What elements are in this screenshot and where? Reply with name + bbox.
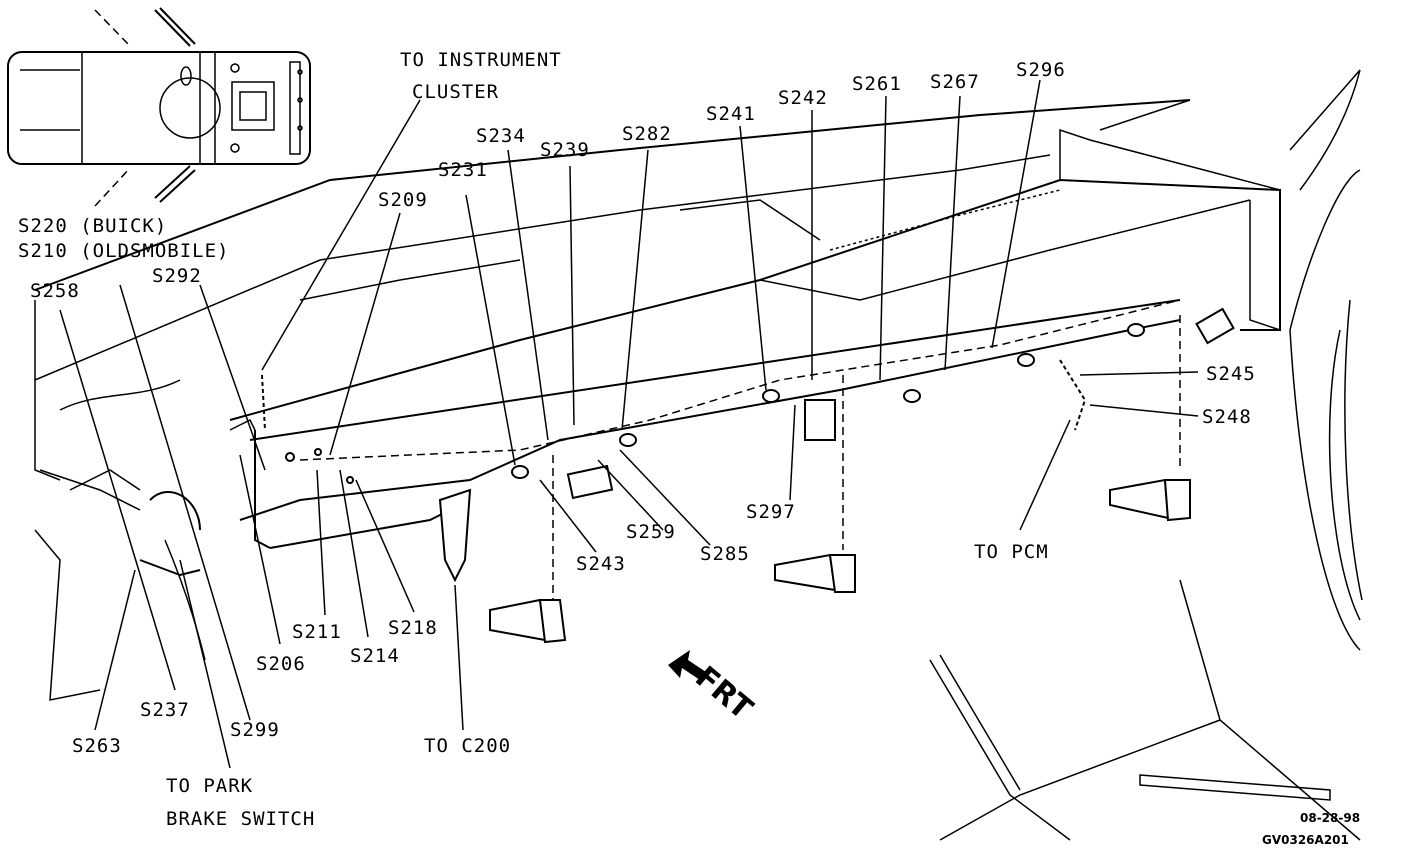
label-s282: S282 (622, 123, 672, 145)
label-s210: S210 (OLDSMOBILE) (18, 240, 229, 262)
front-direction-indicator: FRT (668, 650, 759, 727)
label-s263: S263 (72, 735, 122, 757)
label-s248: S248 (1202, 406, 1252, 428)
mounting-brackets (489, 478, 1191, 644)
label-to-park-line2: BRAKE SWITCH (166, 808, 315, 830)
label-s220: S220 (BUICK) (18, 215, 167, 237)
label-s211: S211 (292, 621, 342, 643)
label-s237: S237 (140, 699, 190, 721)
label-to-instrument-cluster-line1: TO INSTRUMENT (400, 49, 562, 71)
label-s292: S292 (152, 265, 202, 287)
leader-lines (59, 79, 1199, 769)
label-s234: S234 (476, 125, 526, 147)
date-stamp: 08-28-98 (1300, 811, 1360, 825)
label-s297: S297 (746, 501, 796, 523)
label-s231: S231 (438, 159, 488, 181)
callout-labels: TO INSTRUMENT CLUSTER S220 (BUICK) S210 … (18, 49, 1360, 847)
label-s296: S296 (1016, 59, 1066, 81)
label-to-pcm: TO PCM (974, 541, 1049, 563)
label-s285: S285 (700, 543, 750, 565)
label-s259: S259 (626, 521, 676, 543)
label-s299: S299 (230, 719, 280, 741)
vehicle-inset (7, 7, 311, 207)
harness-connectors (139, 307, 1235, 583)
label-s241: S241 (706, 103, 756, 125)
label-to-park-line1: TO PARK (166, 775, 253, 797)
label-s245: S245 (1206, 363, 1256, 385)
label-s206: S206 (256, 653, 306, 675)
figure-code: GV0326A201 (1262, 833, 1349, 847)
instrument-panel-outline (34, 69, 1363, 841)
label-to-c200: TO C200 (424, 735, 511, 757)
label-s209: S209 (378, 189, 428, 211)
label-s214: S214 (350, 645, 400, 667)
label-s267: S267 (930, 71, 980, 93)
label-s218: S218 (388, 617, 438, 639)
label-s261: S261 (852, 73, 902, 95)
label-s243: S243 (576, 553, 626, 575)
label-s239: S239 (540, 139, 590, 161)
label-s258: S258 (30, 280, 80, 302)
label-s242: S242 (778, 87, 828, 109)
label-to-instrument-cluster-line2: CLUSTER (412, 81, 499, 103)
